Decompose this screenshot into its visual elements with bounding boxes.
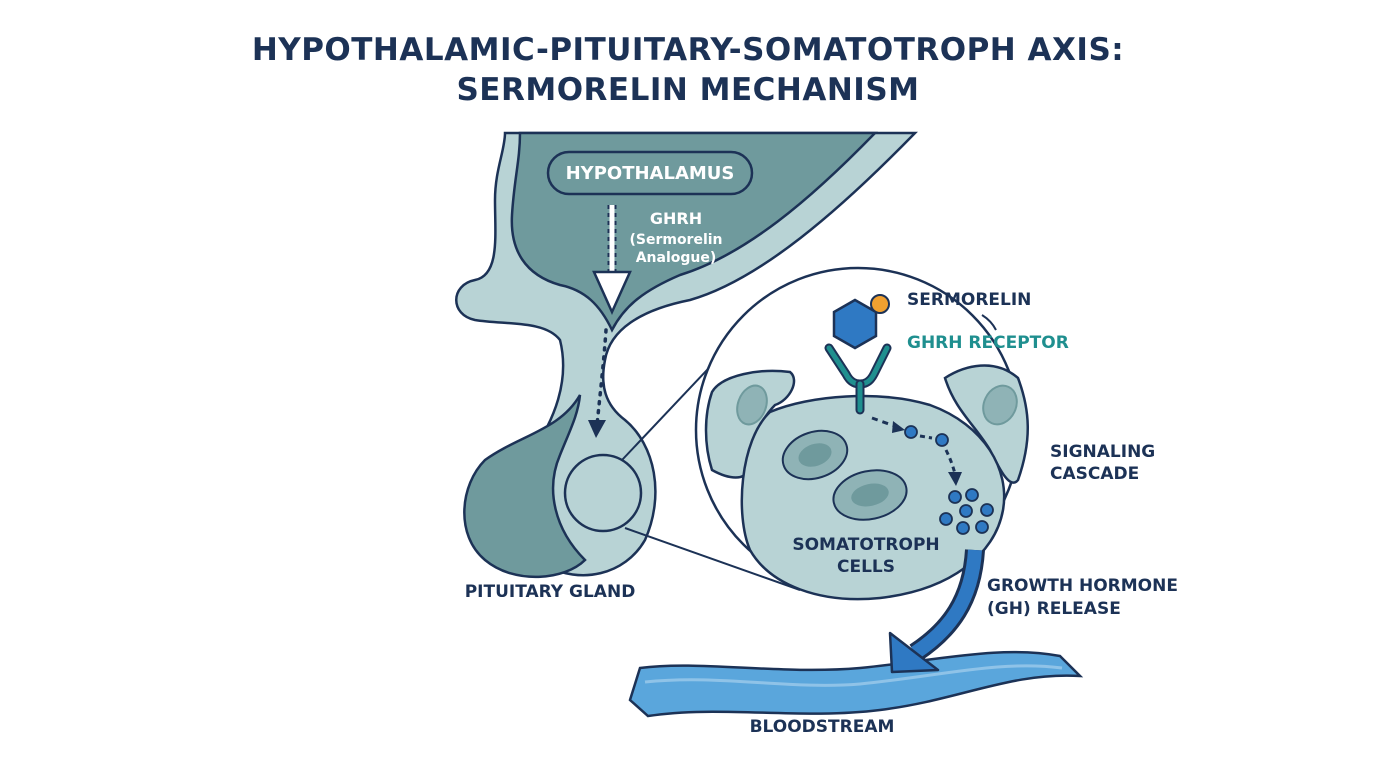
cascade-dash-2 xyxy=(919,434,933,440)
bloodstream-highlight xyxy=(644,664,1063,687)
signaling-cascade-label-1: SIGNALING xyxy=(1050,442,1155,462)
gh-granule xyxy=(980,503,994,517)
gh-granule xyxy=(956,521,970,535)
pituitary-zoom-circle xyxy=(563,453,643,533)
cell-nucleolus-2 xyxy=(851,483,889,507)
neighbor-nucleus-right xyxy=(982,384,1018,426)
sermorelin-tag-icon xyxy=(870,294,890,314)
zoom-line-bottom xyxy=(624,527,801,591)
title-line-1: HYPOTHALAMIC-PITUITARY-SOMATOTROPH AXIS: xyxy=(251,32,1125,68)
growth-hormone-label-1: GROWTH HORMONE xyxy=(987,576,1178,596)
cascade-arrowhead-1-icon xyxy=(892,421,905,433)
hypothalamus-label: HYPOTHALAMUS xyxy=(566,163,735,184)
signaling-cascade-label-2: CASCADE xyxy=(1050,464,1139,484)
cascade-dash-3 xyxy=(944,449,957,475)
sermorelin-label: SERMORELIN xyxy=(907,290,1031,310)
gh-granule xyxy=(975,520,989,534)
gh-release-arrow-fill xyxy=(911,549,982,659)
ghrh-receptor-label: GHRH RECEPTOR xyxy=(907,333,1069,353)
gh-granule xyxy=(939,512,953,526)
bloodstream-label: BLOODSTREAM xyxy=(750,717,895,737)
ghrh-arrow-icon xyxy=(592,270,632,316)
somatotroph-cells-label-2: CELLS xyxy=(837,557,895,577)
cascade-arrowhead-2-icon xyxy=(948,472,962,486)
gh-granule xyxy=(959,504,973,518)
gh-release-arrowhead-icon xyxy=(888,631,940,674)
growth-hormone-label-2: (GH) RELEASE xyxy=(987,599,1121,619)
gh-granule xyxy=(948,490,962,504)
cascade-molecule-2 xyxy=(935,433,949,447)
ghrh-sublabel-1: (Sermorelin xyxy=(629,232,722,248)
gh-granule xyxy=(965,488,979,502)
sermorelin-leader-line xyxy=(981,314,997,331)
ghrh-label: GHRH xyxy=(650,209,702,228)
stalk-dotted-arrow xyxy=(595,328,608,427)
gh-granule-cluster xyxy=(939,488,994,535)
title-line-2: SERMORELIN MECHANISM xyxy=(456,72,920,108)
hypothalamus-label-pill xyxy=(546,150,754,196)
sermorelin-molecule-icon xyxy=(832,298,878,350)
cascade-molecule-1 xyxy=(904,425,918,439)
anterior-pituitary-lobe xyxy=(463,394,587,579)
neighbor-nucleus-left xyxy=(736,384,768,426)
pituitary-gland-label: PITUITARY GLAND xyxy=(465,582,636,602)
stalk-arrowhead-icon xyxy=(588,420,606,438)
cell-nucleolus-1 xyxy=(798,443,832,467)
ghrh-sublabel-2: Analogue) xyxy=(636,250,717,266)
somatotroph-cells-label-1: SOMATOTROPH xyxy=(792,535,939,555)
